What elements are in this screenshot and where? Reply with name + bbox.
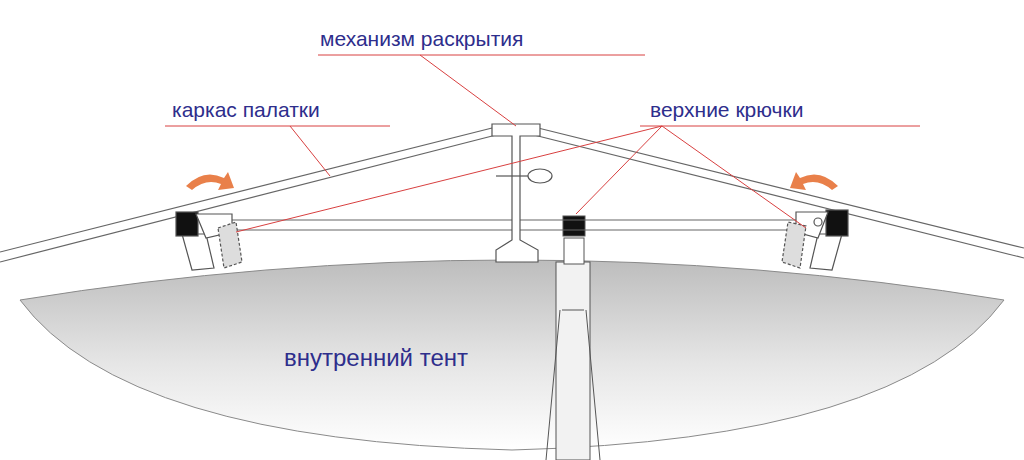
opening-mechanism [492,124,552,262]
part-label: механизм раскрытия [320,28,523,49]
part-label: каркас палатки [172,99,320,120]
central-pole [546,216,600,460]
part-label: верхние крючки [650,99,803,120]
right-hinge [782,210,848,270]
region-label: внутренний тент [284,346,468,370]
left-hinge [176,212,242,270]
inner-tent [20,260,1004,450]
leader-line [165,55,920,232]
